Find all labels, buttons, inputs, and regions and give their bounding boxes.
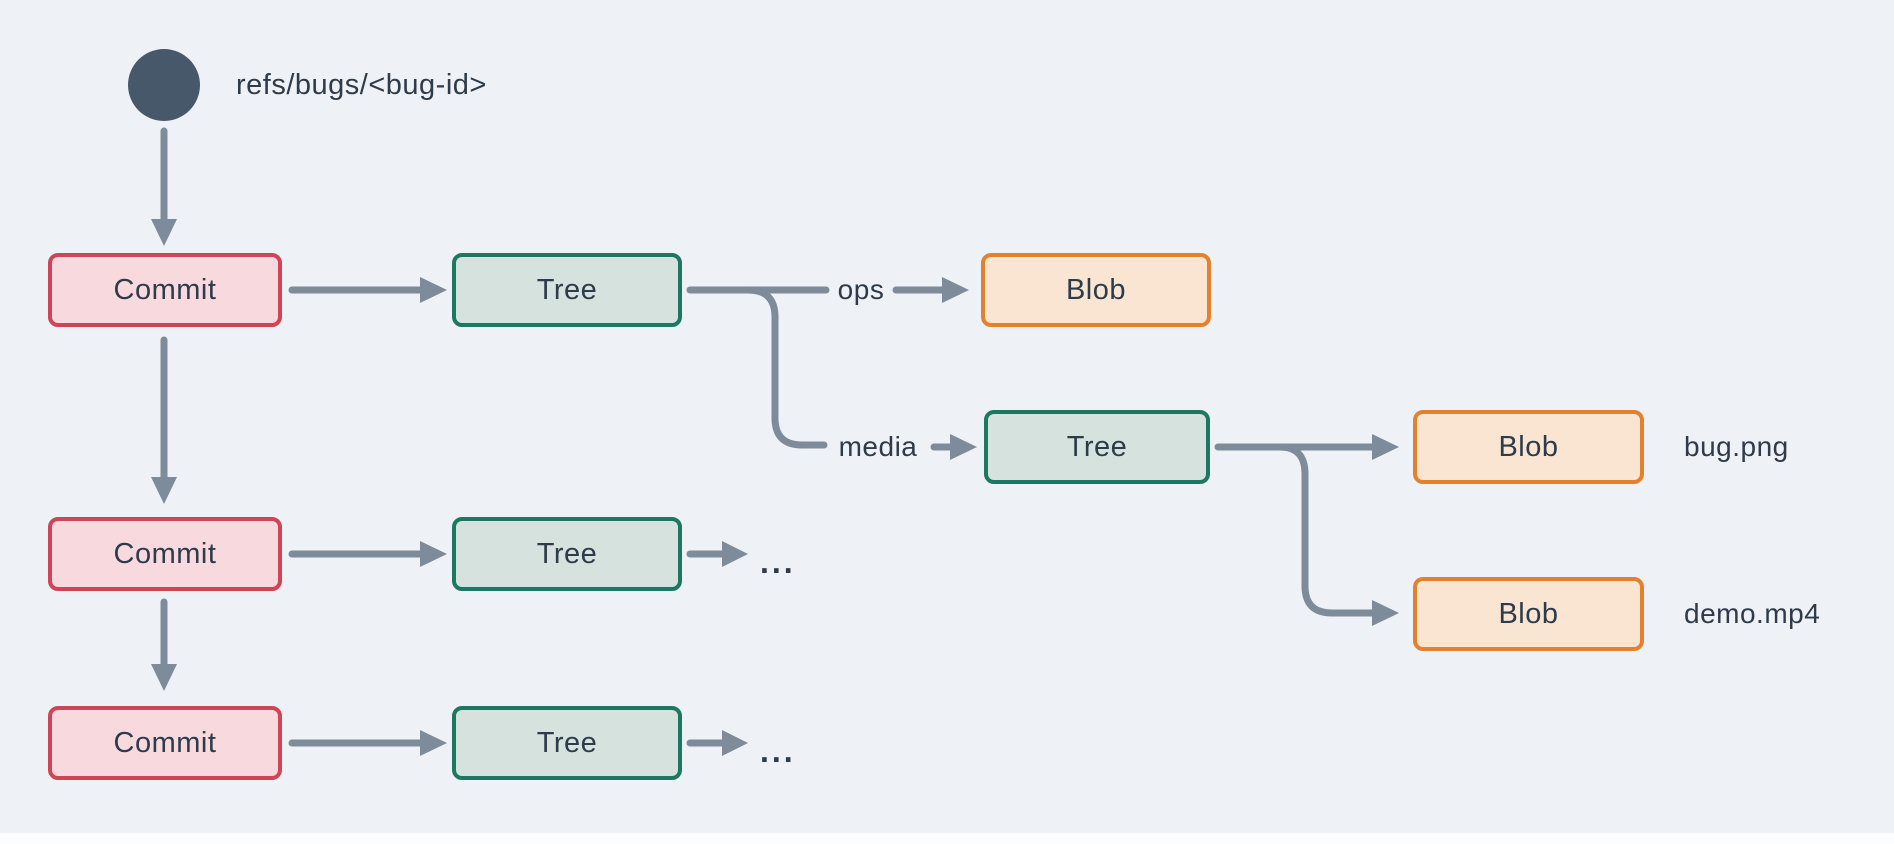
node-tree-2: Tree <box>452 517 682 591</box>
node-tree-media: Tree <box>984 410 1210 484</box>
ellipsis-row3: ... <box>760 733 796 769</box>
node-commit-1: Commit <box>48 253 282 327</box>
node-commit-2: Commit <box>48 517 282 591</box>
node-tree-3: Tree <box>452 706 682 780</box>
arrowhead-ref-to-commit1-icon <box>151 219 177 246</box>
arrowhead-treemedia-to-blobbug-icon <box>1372 434 1399 460</box>
arrowhead-commit1-to-tree1-icon <box>420 277 447 303</box>
edge-treemedia-to-blobdemo <box>1276 443 1376 617</box>
ref-label: refs/bugs/<bug-id> <box>236 69 487 101</box>
arrowhead-tree2-to-ellipsis-icon <box>722 541 748 567</box>
edge-label-ops: ops <box>837 274 885 305</box>
arrowhead-ops-to-blob-icon <box>942 277 969 303</box>
ellipsis-row2: ... <box>760 544 796 580</box>
bottom-strip <box>0 833 1894 844</box>
node-tree-1: Tree <box>452 253 682 327</box>
ref-circle-icon <box>128 49 200 121</box>
edge-tree1-to-media-label <box>744 286 828 449</box>
node-blob-bug: Blob <box>1413 410 1644 484</box>
arrowhead-commit2-to-tree2-icon <box>420 541 447 567</box>
file-label-bug-png: bug.png <box>1684 431 1789 462</box>
arrowhead-commit1-to-commit2-icon <box>151 477 177 504</box>
arrowhead-tree3-to-ellipsis-icon <box>722 730 748 756</box>
node-commit-3: Commit <box>48 706 282 780</box>
arrowhead-commit2-to-commit3-icon <box>151 664 177 691</box>
node-blob-demo: Blob <box>1413 577 1644 651</box>
arrowhead-commit3-to-tree3-icon <box>420 730 447 756</box>
file-label-demo-mp4: demo.mp4 <box>1684 598 1821 629</box>
edge-label-media: media <box>838 431 918 462</box>
arrowhead-treemedia-to-blobdemo-icon <box>1372 600 1399 626</box>
node-blob-ops: Blob <box>981 253 1211 327</box>
arrowhead-media-to-tree-icon <box>950 434 977 460</box>
